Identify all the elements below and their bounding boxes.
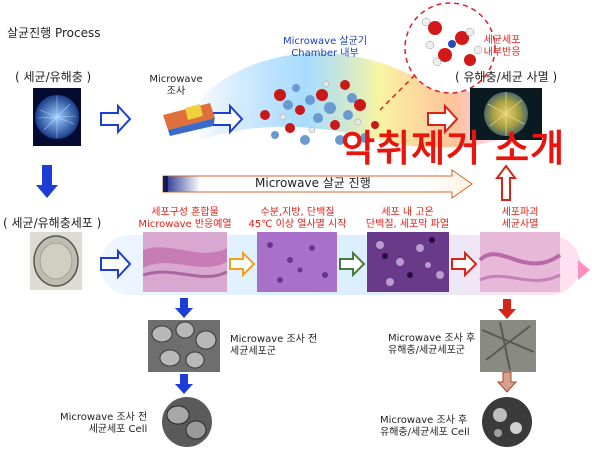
step1-label: 세포구성 혼합물 Microwave 반응예열 bbox=[138, 207, 232, 230]
label-germ: ( 세균/유해충 ) bbox=[15, 70, 92, 84]
tissue-image-2 bbox=[257, 232, 337, 292]
sem-before-group-image bbox=[148, 320, 220, 372]
water-molecules bbox=[421, 17, 483, 67]
tissue-image-4 bbox=[478, 232, 562, 292]
progress-arrow-start bbox=[163, 176, 168, 192]
label-germ-cell: ( 세균/유해충세포 ) bbox=[3, 216, 102, 230]
before-cell-label: Microwave 조사 전 세균세포 Cell bbox=[60, 412, 148, 435]
arrows-blue bbox=[100, 103, 244, 280]
sem-before-cell-image bbox=[162, 397, 212, 447]
tissue-image-1 bbox=[142, 232, 228, 292]
arrow-red-right-top bbox=[427, 103, 459, 135]
after-group-label: Microwave 조사 후 유해충/세균세포군 bbox=[388, 333, 476, 356]
arrow-red-step bbox=[451, 250, 478, 278]
overlay-red-title: 악취제거 소개 bbox=[341, 127, 566, 170]
arrow-pink-tip bbox=[578, 260, 590, 280]
page-title: 살균진행 Process bbox=[7, 26, 101, 40]
before-group-label: Microwave 조사 전 세균세포군 bbox=[230, 334, 318, 357]
sem-after-group-image bbox=[480, 320, 536, 372]
arrows-blue-down bbox=[36, 165, 193, 394]
label-harmful-dead: ( 유해충/세균 사멸 ) bbox=[455, 70, 558, 84]
label-cell-reaction: 세균세포 내부반응 bbox=[483, 35, 521, 58]
label-microwave-irradiate: Microwave 조사 bbox=[149, 74, 203, 97]
label-chamber: Microwave 살균기 Chamber 내부 bbox=[282, 36, 368, 59]
arrow-orange bbox=[229, 250, 256, 278]
tissue-image-3 bbox=[367, 232, 449, 292]
step3-label: 세포 내 고온 단백질, 세포막 파열 bbox=[365, 207, 450, 230]
step4-label: 세포파괴 세균사멸 bbox=[501, 207, 539, 230]
arrows-red-vertical bbox=[495, 164, 518, 393]
sem-after-cell-image bbox=[482, 397, 532, 447]
step2-label: 수분,지방, 단백질 45℃ 이상 열사멸 시작 bbox=[248, 207, 347, 230]
progress-arrow bbox=[162, 169, 473, 199]
microwave-irradiate-image bbox=[163, 103, 215, 136]
chamber-molecule-cluster bbox=[260, 80, 379, 145]
after-cell-label: Microwave 조사 후 유해충/세균세포 Cell bbox=[380, 415, 470, 438]
progress-bar-label: Microwave 살균 진행 bbox=[255, 176, 371, 190]
arrow-green bbox=[339, 250, 366, 278]
